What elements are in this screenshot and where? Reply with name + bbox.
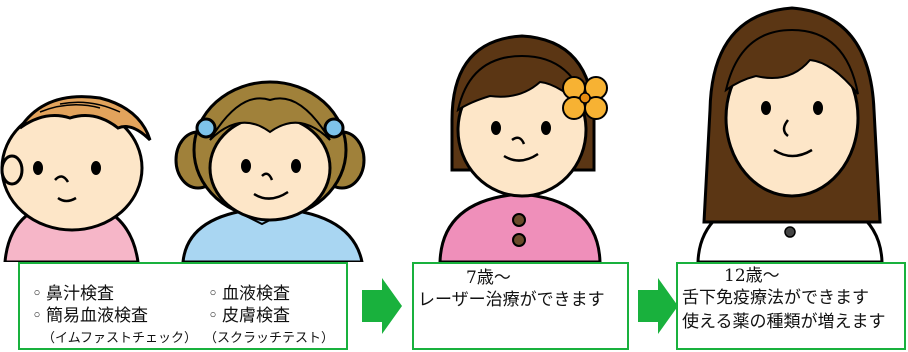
bullet: ◦ xyxy=(208,284,219,304)
test-nasal-smear: 鼻汁検査 xyxy=(46,284,114,304)
flower-icon xyxy=(562,76,608,120)
baby-figure xyxy=(0,95,152,262)
test-simple-blood: 簡易血液検査 xyxy=(46,306,148,326)
laser-treatment-text: レーザー治療ができます xyxy=(418,290,605,310)
bullet: ◦ xyxy=(32,284,43,304)
subnote-immufast: （イムファストチェック） xyxy=(42,331,197,346)
test-skin: 皮膚検査 xyxy=(222,306,290,326)
arrow-right-icon xyxy=(362,278,402,334)
children-illustration xyxy=(0,6,884,262)
sublingual-immunotherapy-text: 舌下免疫療法ができます xyxy=(682,288,869,308)
stage1-tests-box: ◦ 鼻汁検査 ◦ 血液検査 ◦ 簡易血液検査 ◦ 皮膚検査 （イムファストチェッ… xyxy=(18,262,348,350)
stage2-laser-box: 7歳～ レーザー治療ができます xyxy=(412,262,629,350)
subnote-scratch: （スクラッチテスト） xyxy=(204,331,335,346)
bullet: ◦ xyxy=(208,306,219,326)
age-12: 12歳～ xyxy=(724,266,780,286)
bullet: ◦ xyxy=(32,306,43,326)
test-blood: 血液検査 xyxy=(222,284,290,304)
girl-7yo-figure xyxy=(438,34,608,262)
girl-figure xyxy=(174,80,366,262)
arrow-right-icon xyxy=(638,278,678,334)
more-medicines-text: 使える薬の種類が増えます xyxy=(682,312,886,332)
teen-figure xyxy=(696,6,884,262)
age-7: 7歳～ xyxy=(466,268,511,288)
stage3-immunotherapy-box: 12歳～ 舌下免疫療法ができます 使える薬の種類が増えます xyxy=(676,262,906,350)
